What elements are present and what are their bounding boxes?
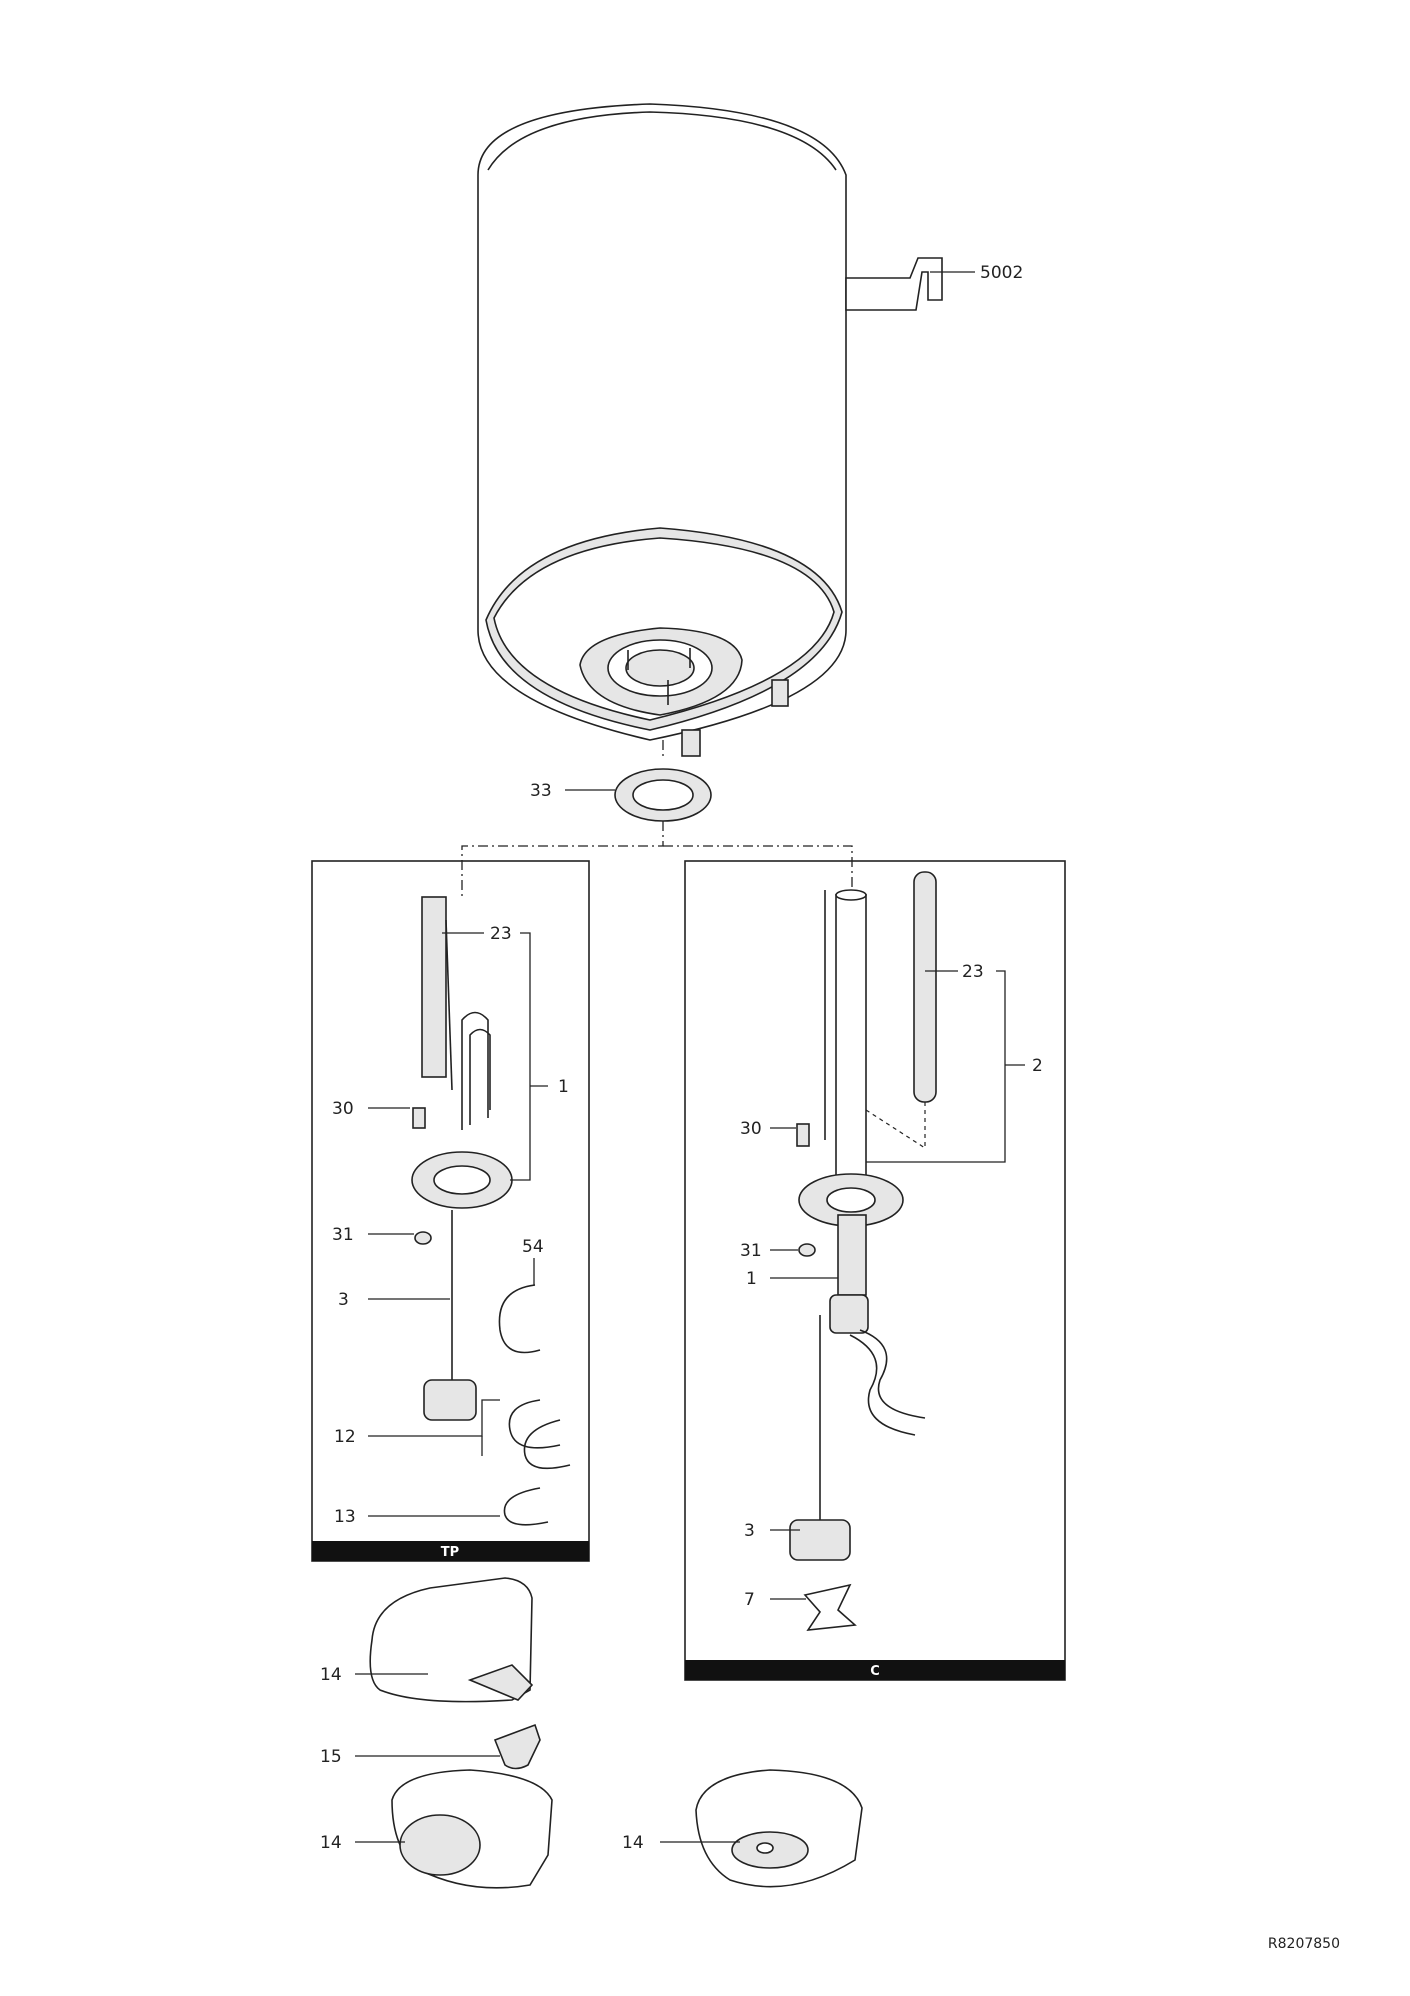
reference-code: R8207850 xyxy=(1268,1936,1340,1952)
callout-tp-13: 13 xyxy=(334,1507,500,1527)
callout-15: 15 xyxy=(320,1747,500,1767)
callout-text-tp-3: 3 xyxy=(338,1290,349,1310)
callout-c-3: 3 xyxy=(744,1521,800,1541)
callout-tp-30: 30 xyxy=(332,1099,410,1119)
callout-text-c-2: 2 xyxy=(1032,1056,1043,1076)
callout-text-tp-30: 30 xyxy=(332,1099,354,1119)
callout-text-c-3: 3 xyxy=(744,1521,755,1541)
callout-text-15: 15 xyxy=(320,1747,342,1767)
callout-c-23: 23 xyxy=(866,962,1006,1163)
callout-text-tp-12: 12 xyxy=(334,1427,356,1447)
callout-text-tp-31: 31 xyxy=(332,1225,354,1245)
callout-text-14b: 14 xyxy=(320,1833,342,1853)
callout-c-2: 2 xyxy=(1005,1056,1043,1076)
callout-text-tp-54: 54 xyxy=(522,1237,544,1257)
callout-c-30: 30 xyxy=(740,1119,796,1139)
callout-text-c-1: 1 xyxy=(746,1269,757,1289)
box-c-title: C xyxy=(870,1664,880,1679)
callout-c-31: 31 xyxy=(740,1241,798,1261)
callout-text-c-7: 7 xyxy=(744,1590,755,1610)
cover-bottom-left xyxy=(391,1769,553,1889)
callout-tp-54: 54 xyxy=(522,1237,544,1285)
callout-text-c-30: 30 xyxy=(740,1119,762,1139)
box-c: C xyxy=(684,860,1066,1681)
callout-5002: 5002 xyxy=(930,263,1023,283)
callout-tp-31: 31 xyxy=(332,1225,414,1245)
callout-text-tp-23: 23 xyxy=(490,924,512,944)
callout-text-tp-1: 1 xyxy=(558,1077,569,1097)
callout-14c: 14 xyxy=(622,1833,740,1853)
callout-tp-1: 1 xyxy=(530,1077,569,1097)
callout-14a: 14 xyxy=(320,1665,428,1685)
box-tp-title: TP xyxy=(441,1545,459,1560)
box-tp: TP xyxy=(311,860,590,1562)
cover-top-left xyxy=(369,1577,534,1703)
cover-bottom-right xyxy=(695,1769,863,1888)
callout-text-c-23: 23 xyxy=(962,962,984,982)
callout-c-7: 7 xyxy=(744,1590,806,1610)
tank xyxy=(477,103,943,757)
callout-tp-3: 3 xyxy=(338,1290,450,1310)
callout-text-c-31: 31 xyxy=(740,1241,762,1261)
callout-text-5002: 5002 xyxy=(980,263,1023,283)
callout-text-33: 33 xyxy=(530,781,552,801)
gasket xyxy=(614,768,712,822)
callout-c-1: 1 xyxy=(746,1269,838,1289)
callout-tp-23: 23 xyxy=(442,924,531,1181)
callout-tp-12: 12 xyxy=(334,1399,500,1456)
callout-14b: 14 xyxy=(320,1833,405,1853)
callout-text-14c: 14 xyxy=(622,1833,644,1853)
callout-text-tp-13: 13 xyxy=(334,1507,356,1527)
callout-text-14a: 14 xyxy=(320,1665,342,1685)
bracket-15 xyxy=(493,1723,541,1770)
callout-33: 33 xyxy=(530,781,615,801)
